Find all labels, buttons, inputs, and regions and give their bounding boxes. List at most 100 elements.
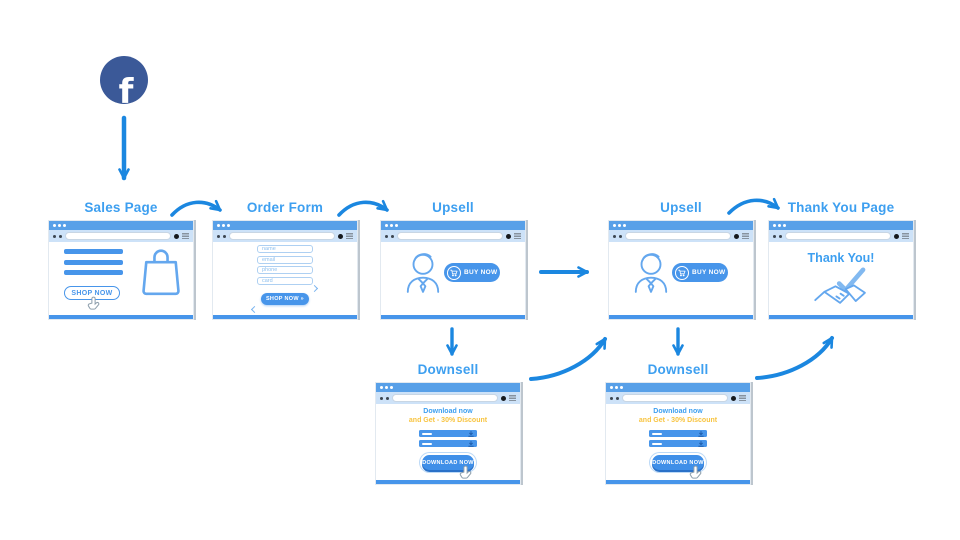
- sales-page-content: SHOP NOW: [49, 242, 193, 315]
- back-icon[interactable]: [385, 234, 388, 238]
- cart-circle: [447, 265, 461, 280]
- download-item-row[interactable]: [419, 430, 477, 437]
- upsell-1-label: Upsell: [432, 200, 474, 215]
- download-item-row[interactable]: [649, 430, 707, 437]
- downsell-headline: Download now: [653, 408, 703, 415]
- buy-now-button[interactable]: BUY NOW: [672, 263, 728, 282]
- menu-icon[interactable]: [902, 233, 909, 239]
- download-now-button[interactable]: DOWNLOAD NOW: [422, 455, 474, 470]
- back-icon[interactable]: [613, 234, 616, 238]
- download-now-button[interactable]: DOWNLOAD NOW: [652, 455, 704, 470]
- address-bar[interactable]: [397, 232, 503, 240]
- buy-now-label: BUY NOW: [464, 269, 498, 276]
- download-item-row[interactable]: [649, 440, 707, 447]
- forward-icon[interactable]: [59, 234, 62, 238]
- thank-you-label: Thank You Page: [787, 200, 895, 215]
- sales-page-label: Sales Page: [84, 200, 158, 215]
- downsell-discount-text: and Get - 30% Discount: [408, 417, 488, 424]
- download-item-row[interactable]: [419, 440, 477, 447]
- forward-icon[interactable]: [386, 396, 389, 400]
- email-field[interactable]: [257, 255, 313, 264]
- sales-page-window: SHOP NOW: [48, 220, 194, 320]
- shopping-bag-icon: [142, 249, 180, 296]
- downsell-2-content: Download now and Get - 30% Discount: [606, 404, 750, 480]
- cursor-hand-icon: [87, 296, 100, 310]
- address-bar[interactable]: [785, 232, 891, 240]
- downsell-headline: Download now: [423, 408, 473, 415]
- window-titlebar: [376, 383, 520, 392]
- card-field[interactable]: [257, 276, 313, 285]
- window-control-dot: [385, 386, 388, 389]
- window-titlebar: [213, 221, 357, 230]
- download-icon: [698, 440, 704, 447]
- back-icon[interactable]: [217, 234, 220, 238]
- menu-icon[interactable]: [346, 233, 353, 239]
- browser-action-icon: [506, 233, 511, 239]
- arrow-downsell-to-upsell: [529, 337, 607, 381]
- name-field[interactable]: [257, 245, 313, 253]
- window-control-dot: [778, 224, 781, 227]
- cart-icon: [678, 269, 686, 276]
- text-placeholder-bars: [64, 249, 123, 281]
- back-icon[interactable]: [773, 234, 776, 238]
- address-bar[interactable]: [392, 394, 498, 402]
- window-control-dot: [385, 224, 388, 227]
- forward-icon[interactable]: [223, 234, 226, 238]
- item-text-dash: [422, 442, 432, 445]
- downsell-1-label: Downsell: [417, 362, 479, 377]
- back-icon[interactable]: [610, 396, 613, 400]
- upsell-1-window: BUY NOW: [380, 220, 526, 320]
- text-bar: [64, 249, 123, 254]
- window-control-dot: [395, 224, 398, 227]
- sparkle-icon: [310, 284, 319, 293]
- order-form-window: SHOP NOW »: [212, 220, 358, 320]
- text-bar: [64, 270, 123, 275]
- buy-now-button[interactable]: BUY NOW: [444, 263, 500, 282]
- window-control-dot: [390, 386, 393, 389]
- phone-field[interactable]: [257, 266, 313, 274]
- browser-action-icon: [894, 233, 899, 239]
- window-control-dot: [615, 386, 618, 389]
- browser-action-icon: [501, 395, 506, 401]
- forward-icon[interactable]: [616, 396, 619, 400]
- menu-icon[interactable]: [182, 233, 189, 239]
- upsell-1-panel: Upsell: [380, 200, 526, 320]
- downsell-discount-text: and Get - 30% Discount: [638, 417, 718, 424]
- download-icon: [468, 440, 474, 447]
- forward-icon[interactable]: [619, 234, 622, 238]
- forward-icon[interactable]: [391, 234, 394, 238]
- window-footer-bar: [381, 315, 525, 319]
- browser-action-icon: [174, 233, 179, 239]
- shop-now-submit-label: SHOP NOW »: [265, 296, 305, 302]
- back-icon[interactable]: [380, 396, 383, 400]
- window-titlebar: [49, 221, 193, 230]
- back-icon[interactable]: [53, 234, 56, 238]
- forward-icon[interactable]: [779, 234, 782, 238]
- facebook-icon[interactable]: f: [100, 56, 148, 109]
- customer-icon: [406, 253, 440, 293]
- menu-icon[interactable]: [514, 233, 521, 239]
- window-control-dot: [380, 386, 383, 389]
- window-control-dot: [53, 224, 56, 227]
- menu-icon[interactable]: [742, 233, 749, 239]
- window-footer-bar: [213, 315, 357, 319]
- browser-action-icon: [338, 233, 343, 239]
- cart-icon: [450, 269, 458, 276]
- window-control-dot: [620, 386, 623, 389]
- address-bar[interactable]: [625, 232, 731, 240]
- shop-now-submit-button[interactable]: SHOP NOW »: [250, 284, 319, 314]
- order-form-content: SHOP NOW »: [213, 242, 357, 315]
- address-bar[interactable]: [65, 232, 171, 240]
- menu-icon[interactable]: [739, 395, 746, 401]
- item-text-dash: [422, 432, 432, 435]
- thank-you-heading: Thank You!: [807, 251, 875, 265]
- window-control-dot: [773, 224, 776, 227]
- browser-toolbar: [381, 230, 525, 242]
- window-titlebar: [769, 221, 913, 230]
- window-footer-bar: [49, 315, 193, 319]
- cart-circle: [675, 265, 689, 280]
- address-bar[interactable]: [622, 394, 728, 402]
- menu-icon[interactable]: [509, 395, 516, 401]
- address-bar[interactable]: [229, 232, 335, 240]
- window-control-dot: [390, 224, 393, 227]
